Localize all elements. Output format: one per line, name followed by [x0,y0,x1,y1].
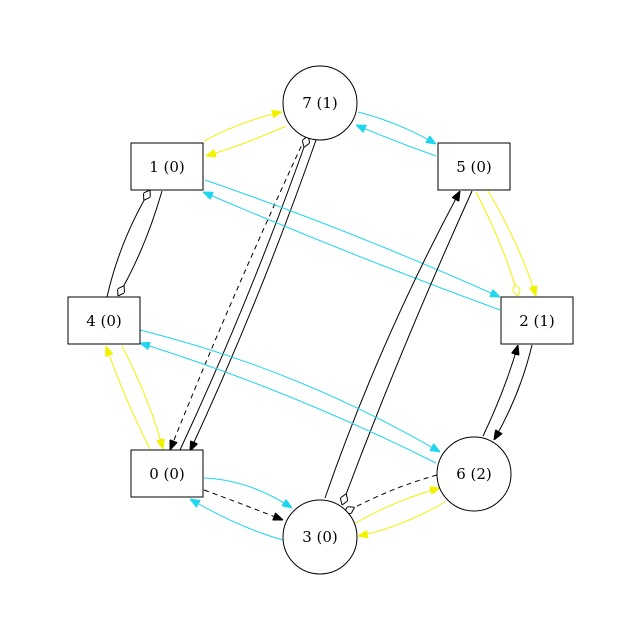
node-5-label: 5 (0) [456,158,492,176]
edge-0-to-4 [106,346,151,450]
edge-0-to-3 [203,477,292,508]
node-0-label: 0 (0) [149,465,185,483]
edge-2-to-1 [203,192,501,311]
node-0[interactable]: 0 (0) [130,449,204,498]
edge-1-to-2 [204,179,500,297]
edge-2-to-6 [494,344,533,440]
edge-5-to-2 [487,190,536,296]
edge-6-to-4 [140,343,437,464]
edge-3-to-6 [351,488,440,526]
node-2-shape [500,296,574,345]
edge-4-to-1 [106,190,150,298]
edge-5-to-3 [342,190,473,505]
node-7-shape [282,65,358,141]
edge-4-to-0 [121,345,163,449]
edge-6-to-2 [482,345,518,437]
node-4-shape [67,296,141,345]
edge-4-to-6 [139,329,440,452]
node-2-label: 2 (1) [519,312,555,330]
edges [106,111,536,541]
node-7[interactable]: 7 (1) [282,65,358,141]
node-5[interactable]: 5 (0) [437,142,511,191]
edge-5-to-7 [356,125,437,157]
edge-0-to-7 [179,136,308,451]
node-0-shape [130,449,204,498]
node-6-shape [436,436,512,512]
node-7-label: 7 (1) [302,94,338,112]
node-4-label: 4 (0) [86,312,122,330]
edge-6-to-3 [358,501,446,536]
node-1-shape [130,142,204,191]
edge-7-to-1 [206,125,287,156]
node-3[interactable]: 3 (0) [282,499,358,575]
node-3-shape [282,499,358,575]
node-4[interactable]: 4 (0) [67,296,141,345]
edge-1-to-7 [203,112,282,142]
node-5-shape [437,142,511,191]
edge-6-to-3-dashed [344,474,438,513]
node-2[interactable]: 2 (1) [500,296,574,345]
edge-3-to-0 [190,499,284,541]
edge-7-to-5 [357,111,436,144]
nodes: 7 (1) 1 (0) 5 (0) 4 (0) 2 (1) 0 (0) 6 (2… [67,65,574,575]
node-3-label: 3 (0) [302,528,338,546]
node-1-label: 1 (0) [149,158,185,176]
edge-7-to-0 [190,139,317,451]
edge-3-to-5 [324,191,460,499]
node-6[interactable]: 6 (2) [436,436,512,512]
node-6-label: 6 (2) [456,465,492,483]
edge-5-to-2-diamond [475,191,518,296]
edge-0-to-3-dashed [203,489,283,520]
node-1[interactable]: 1 (0) [130,142,204,191]
edge-1-to-4 [118,190,163,296]
edge-7-to-0-dashed [170,137,306,450]
